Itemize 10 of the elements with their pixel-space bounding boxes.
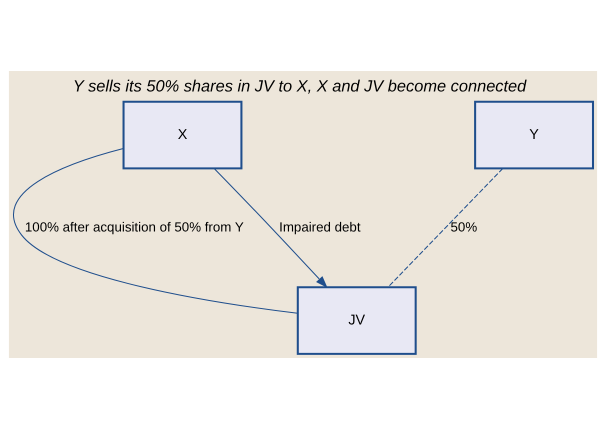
node-box: JV: [296, 286, 417, 354]
edge-label: 100% after acquisition of 50% from Y: [24, 218, 244, 234]
diagram-title: Y sells its 50% shares in JV to X, X and JV become connected: [72, 76, 526, 95]
node-box: Y: [474, 100, 594, 169]
node-box: X: [122, 100, 242, 169]
edge-label: Impaired debt: [279, 218, 361, 234]
connector: [13, 148, 298, 314]
arrow: [214, 168, 328, 288]
connector: [388, 168, 504, 288]
edge-label: 50%: [450, 218, 478, 234]
